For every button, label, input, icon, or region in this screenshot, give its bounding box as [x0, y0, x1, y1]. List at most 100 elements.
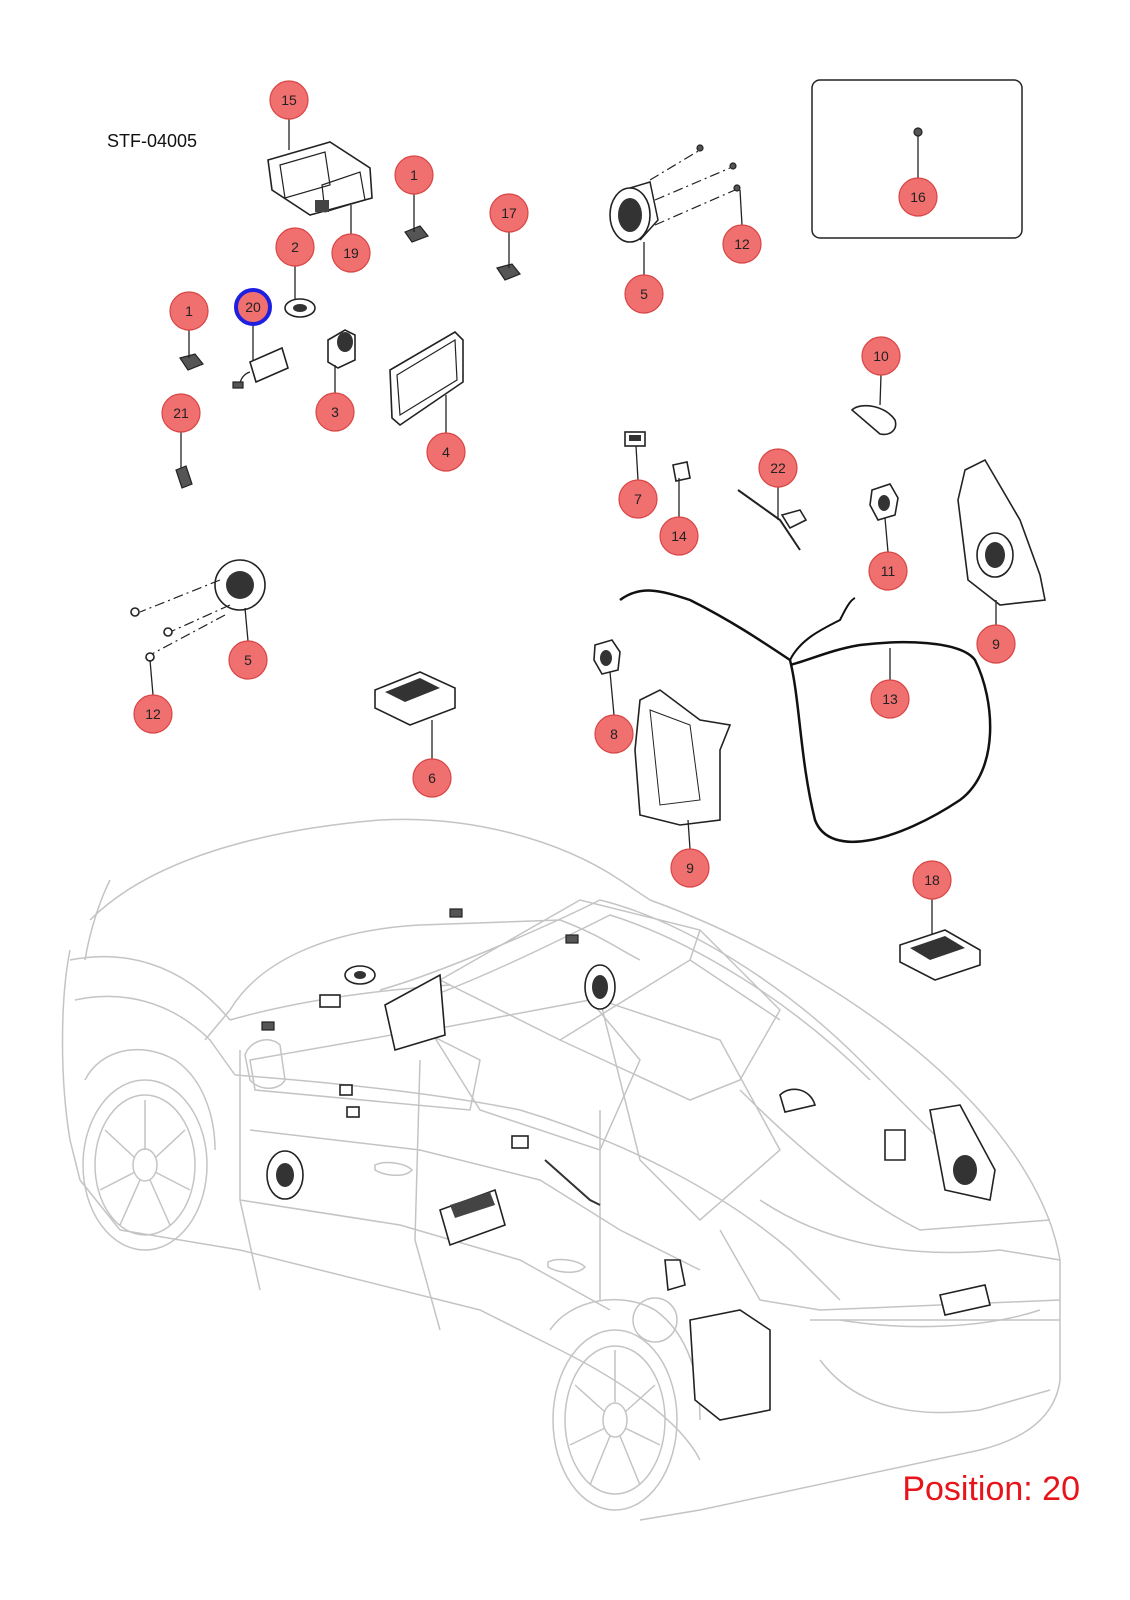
- callout-label: 1: [410, 167, 418, 183]
- part-switch-7: [624, 431, 646, 447]
- callout-7[interactable]: 7: [618, 479, 658, 519]
- callout-label: 19: [343, 245, 359, 261]
- part-cable-22: [737, 489, 808, 551]
- callout-22[interactable]: 22: [758, 448, 798, 488]
- callout-label: 2: [291, 239, 299, 255]
- position-readout: Position: 20: [902, 1470, 1080, 1508]
- callout-circle: [426, 432, 466, 472]
- callout-label: 16: [910, 189, 926, 205]
- callout-label: 3: [331, 404, 339, 420]
- callout-circle: [315, 392, 355, 432]
- leader-lines: [149, 119, 997, 935]
- callout-circle: [394, 155, 434, 195]
- callout-circle: [624, 274, 664, 314]
- callout-5-top[interactable]: 5: [624, 274, 664, 314]
- callout-circle: [161, 393, 201, 433]
- callout-label: 7: [634, 491, 642, 507]
- callout-label: 10: [873, 348, 889, 364]
- callout-label: 1: [185, 303, 193, 319]
- callout-4[interactable]: 4: [426, 432, 466, 472]
- callout-circle: [331, 233, 371, 273]
- callout-circle: [659, 516, 699, 556]
- callout-3[interactable]: 3: [315, 392, 355, 432]
- callout-20-highlighted[interactable]: 20: [234, 288, 272, 326]
- callout-1-left[interactable]: 1: [169, 291, 209, 331]
- part-clip-21: [175, 465, 193, 489]
- part-antenna-10: [850, 404, 897, 436]
- part-harness-13: [619, 589, 992, 843]
- callout-15[interactable]: 15: [269, 80, 309, 120]
- callout-circle: [868, 551, 908, 591]
- callout-8[interactable]: 8: [594, 714, 634, 754]
- callout-5-left[interactable]: 5: [228, 640, 268, 680]
- callout-19[interactable]: 19: [331, 233, 371, 273]
- callout-circle: [618, 479, 658, 519]
- callout-18[interactable]: 18: [912, 860, 952, 900]
- callout-label: 5: [244, 652, 252, 668]
- callout-label: 8: [610, 726, 618, 742]
- vehicle-outline: [61, 818, 1061, 1521]
- callout-circle: [861, 336, 901, 376]
- callout-label: 5: [640, 286, 648, 302]
- callout-circle: [489, 193, 529, 233]
- callout-12-top[interactable]: 12: [722, 224, 762, 264]
- callout-6[interactable]: 6: [412, 758, 452, 798]
- callout-21[interactable]: 21: [161, 393, 201, 433]
- installed-parts: [261, 908, 996, 1421]
- document-code: STF-04005: [107, 131, 198, 151]
- callout-12-left[interactable]: 12: [133, 694, 173, 734]
- part-tweeter-17: [496, 263, 521, 281]
- callout-circle: [228, 640, 268, 680]
- part-tweeter-1b: [179, 353, 204, 371]
- callout-circle: [898, 177, 938, 217]
- callout-10[interactable]: 10: [861, 336, 901, 376]
- part-speaker-8: [593, 639, 621, 675]
- callout-circle: [758, 448, 798, 488]
- callout-circle: [133, 694, 173, 734]
- callout-9-left[interactable]: 9: [670, 848, 710, 888]
- callout-1[interactable]: 1: [394, 155, 434, 195]
- callout-label: 9: [686, 860, 694, 876]
- callout-circle: [912, 860, 952, 900]
- part-bracket-3: [327, 329, 356, 369]
- callout-13[interactable]: 13: [870, 679, 910, 719]
- callout-label: 14: [671, 528, 687, 544]
- part-display-4: [389, 330, 464, 427]
- part-speaker-2: [284, 298, 316, 318]
- part-connector-14: [672, 461, 691, 482]
- callout-circle: [234, 288, 272, 326]
- callout-circle: [412, 758, 452, 798]
- part-tweeter-front: [404, 225, 429, 243]
- callout-2[interactable]: 2: [275, 227, 315, 267]
- part-module-6: [374, 671, 456, 726]
- callout-label: 20: [245, 299, 261, 315]
- callout-circle: [594, 714, 634, 754]
- callout-16[interactable]: 16: [898, 177, 938, 217]
- callout-14[interactable]: 14: [659, 516, 699, 556]
- inset-box: [811, 79, 1023, 239]
- callout-circle: [269, 80, 309, 120]
- callout-label: 22: [770, 460, 786, 476]
- part-head-unit-bracket: [267, 141, 373, 216]
- callout-11[interactable]: 11: [868, 551, 908, 591]
- callout-circle: [275, 227, 315, 267]
- part-speaker-5-left: [130, 559, 266, 662]
- callout-circle: [976, 624, 1016, 664]
- callout-label: 4: [442, 444, 450, 460]
- part-speaker-11: [869, 483, 899, 521]
- callout-label: 13: [882, 691, 898, 707]
- callout-label: 12: [145, 706, 161, 722]
- part-subwoofer-9-left: [634, 689, 732, 826]
- callout-9-right[interactable]: 9: [976, 624, 1016, 664]
- callout-circle: [670, 848, 710, 888]
- callout-label: 21: [173, 405, 189, 421]
- callout-label: 6: [428, 770, 436, 786]
- part-speaker-5-top: [609, 144, 741, 243]
- callout-label: 12: [734, 236, 750, 252]
- callout-label: 15: [281, 92, 297, 108]
- callout-label: 17: [501, 205, 517, 221]
- callout-label: 18: [924, 872, 940, 888]
- callout-circle: [722, 224, 762, 264]
- callout-17[interactable]: 17: [489, 193, 529, 233]
